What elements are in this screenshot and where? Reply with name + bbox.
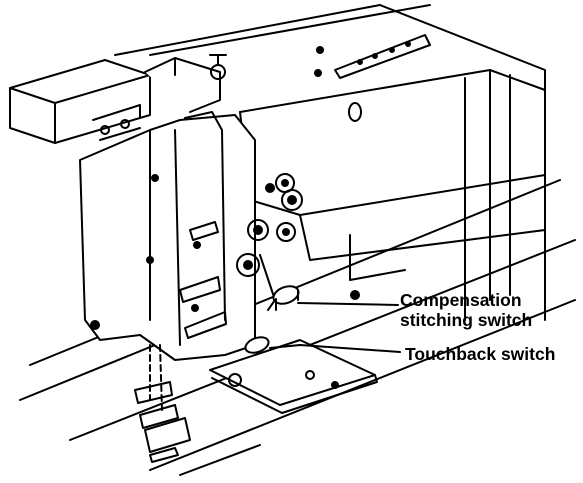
touchback-switch xyxy=(244,336,270,354)
touchback-label-text: Touchback switch xyxy=(405,344,556,364)
thread-tension-assembly xyxy=(236,173,303,311)
machine-arm xyxy=(114,4,546,321)
face-plate xyxy=(79,104,256,361)
compensation-switch-label: Compensation stitching switch xyxy=(400,290,532,330)
callout-leader-lines xyxy=(269,302,401,353)
needle-and-presser-foot xyxy=(134,344,191,463)
compensation-stitching-switch xyxy=(272,285,300,311)
compensation-label-line1: Compensation xyxy=(400,290,522,310)
thread-guide xyxy=(334,34,431,79)
compensation-label-line2: stitching switch xyxy=(400,310,533,330)
motor-box xyxy=(9,54,227,144)
touchback-switch-label: Touchback switch xyxy=(405,344,555,364)
bed-plate xyxy=(209,339,378,414)
